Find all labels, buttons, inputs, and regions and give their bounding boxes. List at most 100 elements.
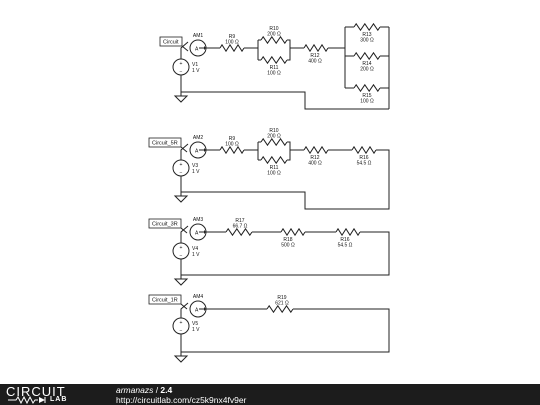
resistor-circuits-1-resistors-4 — [351, 145, 377, 155]
ammeter-arrow-head — [204, 148, 206, 152]
ground-icon — [173, 95, 189, 103]
wire — [181, 308, 390, 353]
resistor-value: 54.5 Ω — [357, 161, 372, 167]
wire — [180, 225, 189, 243]
resistor-name: R10 — [269, 128, 278, 134]
resistor-value: 100 Ω — [267, 71, 281, 77]
resistor-name: R12 — [310, 53, 319, 59]
ammeter-label: AM2 — [193, 135, 204, 141]
wire — [181, 91, 389, 110]
wire — [181, 149, 390, 210]
ammeter-arrow-head — [204, 230, 206, 234]
circuit-url[interactable]: http://circuitlab.com/cz5k9nx4fv9er — [116, 395, 247, 405]
plus-sign: + — [180, 245, 183, 251]
source-value: 1 V — [192, 169, 200, 175]
resistor-value: 400 Ω — [308, 59, 322, 65]
tag-leader — [180, 227, 188, 234]
resistor-name: R18 — [283, 237, 292, 243]
ammeter-a-glyph: A — [195, 231, 199, 237]
resistor-value: 200 Ω — [360, 67, 374, 73]
ground-icon — [173, 278, 189, 286]
wire — [181, 231, 390, 276]
author-line: armanazs / 2.4 — [116, 385, 172, 395]
plus-sign: + — [180, 162, 183, 168]
resistor-circuits-2-resistors-2 — [335, 227, 361, 237]
resistor-circuits-0-resistors-1 — [260, 35, 288, 45]
source-name: V5 — [192, 321, 198, 327]
circuit-name-tag — [148, 137, 182, 148]
minus-sign: − — [180, 328, 183, 334]
source-name: V4 — [192, 246, 198, 252]
resistor-circuits-0-resistors-0 — [219, 43, 245, 53]
logo-word: CIRCUIT — [6, 384, 66, 399]
plus-sign: + — [180, 61, 183, 67]
resistor-name: R17 — [235, 218, 244, 224]
resistor-name: R10 — [269, 26, 278, 32]
ammeter-label: AM1 — [193, 33, 204, 39]
wire — [287, 141, 291, 161]
wire — [180, 143, 189, 160]
resistor-value: 621 Ω — [275, 301, 289, 307]
ground-icon — [173, 355, 189, 363]
logo-subword: LAB — [50, 396, 68, 403]
circuit-title: 2.4 — [160, 385, 173, 395]
separator: / — [153, 385, 161, 395]
source-name: V1 — [192, 62, 198, 68]
resistor-circuits-1-resistors-1 — [260, 137, 288, 147]
resistor-name: R16 — [359, 155, 368, 161]
resistor-circuits-0-resistors-6 — [353, 83, 381, 93]
resistor-value: 66.7 Ω — [233, 224, 248, 230]
resistor-name: R9 — [229, 34, 236, 40]
resistor-name: R13 — [362, 32, 371, 38]
resistor-value: 100 Ω — [225, 40, 239, 46]
resistor-name: R14 — [362, 61, 371, 67]
circuit-name-label: Circuit — [163, 40, 179, 46]
circuit-name-label: Circuit_1R — [152, 298, 178, 304]
plus-sign: + — [180, 320, 183, 326]
resistor-name: R11 — [270, 165, 279, 171]
resistor-value: 100 Ω — [267, 171, 281, 177]
ammeter-a-glyph: A — [195, 149, 199, 155]
resistor-name: R19 — [277, 295, 286, 301]
resistor-circuits-0-resistors-2 — [260, 55, 288, 65]
resistor-name: R15 — [362, 93, 371, 99]
ammeter-arrow-head — [204, 46, 206, 50]
resistor-value: 200 Ω — [267, 134, 281, 140]
circuit-name-tag — [148, 218, 182, 229]
footer-bar: CIRCUIT LAB armanazs / 2.4 http://circui… — [0, 384, 540, 405]
author-name[interactable]: armanazs — [116, 385, 154, 395]
resistor-value: 400 Ω — [308, 161, 322, 167]
resistor-value: 100 Ω — [360, 99, 374, 105]
source-value: 1 V — [192, 327, 200, 333]
resistor-value: 300 Ω — [360, 38, 374, 44]
resistor-name: R9 — [229, 136, 236, 142]
source-name: V3 — [192, 163, 198, 169]
resistor-value: 54.5 Ω — [338, 243, 353, 249]
resistor-circuits-0-resistors-4 — [353, 22, 381, 32]
source-value: 1 V — [192, 68, 200, 74]
minus-sign: − — [180, 69, 183, 75]
tag-leader — [180, 146, 188, 153]
ammeter-a-glyph: A — [195, 47, 199, 53]
circuitlab-logo[interactable]: CIRCUIT LAB — [6, 385, 96, 404]
circuit-name-label: Circuit_5R — [152, 141, 178, 147]
wire — [180, 41, 189, 59]
resistor-circuits-2-resistors-1 — [280, 227, 306, 237]
ammeter-label: AM4 — [193, 294, 204, 300]
resistor-value: 500 Ω — [281, 243, 295, 249]
resistor-circuits-0-resistors-3 — [303, 43, 329, 53]
resistor-circuits-1-resistors-3 — [303, 145, 329, 155]
circuit-name-tag — [159, 36, 183, 47]
resistor-name: R12 — [310, 155, 319, 161]
circuit-name-tag — [148, 294, 182, 305]
ammeter-label: AM3 — [193, 217, 204, 223]
minus-sign: − — [180, 170, 183, 176]
circuit-name-label: Circuit_3R — [152, 222, 178, 228]
resistor-circuits-1-resistors-2 — [260, 155, 288, 165]
ground-icon — [173, 195, 189, 203]
resistor-circuits-3-resistors-0 — [266, 304, 294, 314]
wire — [180, 302, 189, 318]
logo-resistor-icon — [8, 396, 46, 404]
resistor-circuits-2-resistors-0 — [225, 227, 253, 237]
